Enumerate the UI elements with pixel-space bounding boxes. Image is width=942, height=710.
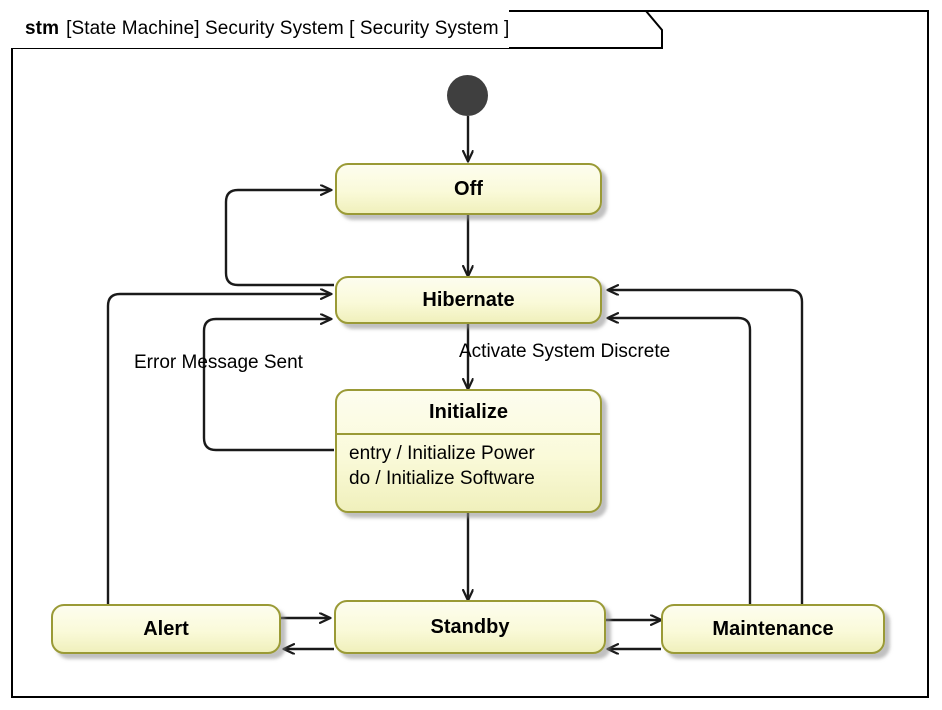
edge-hibernate-to-off — [224, 190, 334, 287]
edge-maintenance-to-hibernate — [608, 290, 804, 604]
state-initialize[interactable]: Initialize entry / Initialize Power do /… — [335, 389, 602, 513]
state-maintenance-label: Maintenance — [712, 618, 834, 640]
edge-alert-to-hibernate — [106, 294, 331, 604]
state-initialize-behavior-compartment: entry / Initialize Power do / Initialize… — [337, 435, 600, 511]
edge-label-activate-system-discrete: Activate System Discrete — [459, 341, 671, 362]
diagram-header: stm [State Machine] Security System [ Se… — [11, 10, 510, 48]
state-standby-label: Standby — [430, 616, 510, 638]
state-alert-label: Alert — [143, 618, 189, 640]
diagram-frame-border — [11, 10, 929, 698]
state-off-label: Off — [454, 178, 483, 200]
state-maintenance[interactable]: Maintenance — [661, 604, 885, 654]
state-off[interactable]: Off — [335, 163, 602, 215]
state-initialize-label: Initialize — [429, 401, 508, 423]
edge-standby-to-hibernate — [608, 318, 752, 604]
state-alert[interactable]: Alert — [51, 604, 281, 654]
state-initialize-entry-behavior: entry / Initialize Power — [349, 443, 535, 464]
state-hibernate[interactable]: Hibernate — [335, 276, 602, 324]
state-hibernate-label: Hibernate — [422, 289, 515, 311]
diagram-header-title: [State Machine] Security System [ Securi… — [66, 18, 510, 39]
state-initialize-do-behavior: do / Initialize Software — [349, 468, 535, 490]
edge-label-error-message-sent: Error Message Sent — [134, 352, 303, 373]
diagram-kind-keyword: stm — [25, 18, 60, 39]
edge-initialize-to-hibernate — [202, 319, 334, 452]
state-initialize-title-compartment: Initialize — [337, 391, 600, 435]
initial-pseudostate[interactable] — [447, 75, 488, 116]
state-standby[interactable]: Standby — [334, 600, 606, 654]
